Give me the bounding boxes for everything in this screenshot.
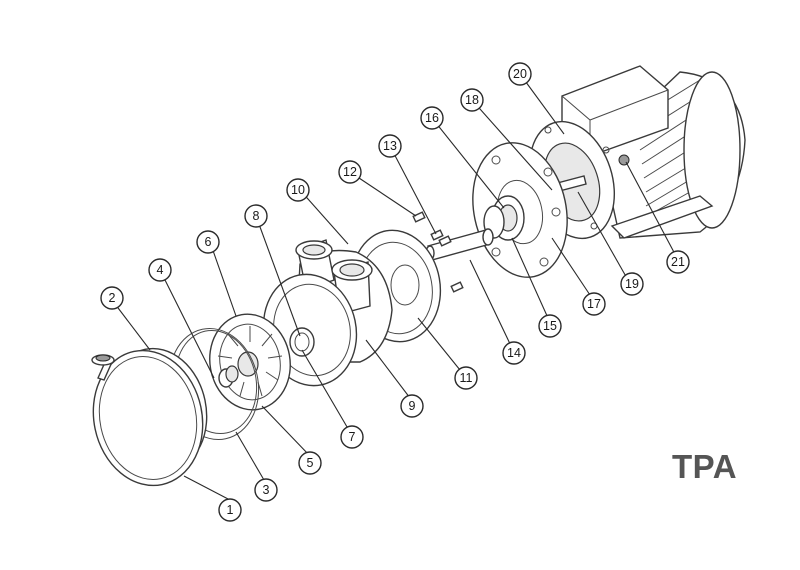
callout-10: 10 [286, 178, 310, 202]
callout-label: 20 [513, 67, 527, 81]
callout-label: 3 [263, 483, 270, 497]
callout-12: 12 [338, 160, 362, 184]
screw-parts [412, 211, 464, 293]
callout-label: 11 [460, 371, 473, 385]
callout-13: 13 [378, 134, 402, 158]
callout-label: 6 [205, 235, 212, 249]
bolt-21-part [618, 154, 630, 166]
callout-2: 2 [100, 286, 124, 310]
callout-label: 8 [253, 209, 260, 223]
callout-20: 20 [508, 62, 532, 86]
callout-11: 11 [454, 366, 478, 390]
callout-17: 17 [582, 292, 606, 316]
callout-label: 5 [307, 456, 314, 470]
callout-9: 9 [400, 394, 424, 418]
callout-15: 15 [538, 314, 562, 338]
callout-label: 14 [507, 346, 521, 360]
callout-3: 3 [254, 478, 278, 502]
callout-label: 4 [157, 263, 164, 277]
callout-14: 14 [502, 341, 526, 365]
callout-label: 1 [227, 503, 234, 517]
callout-label: 16 [425, 111, 439, 125]
model-label: TPA [672, 448, 738, 485]
motor-part [528, 65, 746, 240]
callout-label: 2 [109, 291, 116, 305]
callout-group: 1 2 3 4 5 6 7 [100, 62, 690, 522]
callout-label: 17 [587, 297, 601, 311]
callout-label: 18 [465, 93, 479, 107]
callout-19: 19 [620, 272, 644, 296]
callout-label: 12 [343, 165, 357, 179]
callout-label: 13 [383, 139, 397, 153]
callout-21: 21 [666, 250, 690, 274]
impeller-part [289, 327, 315, 357]
callout-label: 10 [291, 183, 305, 197]
callout-1: 1 [218, 498, 242, 522]
callout-label: 7 [349, 430, 356, 444]
callout-label: 15 [543, 319, 557, 333]
callout-label: 9 [409, 399, 416, 413]
callout-16: 16 [420, 106, 444, 130]
callout-5: 5 [298, 451, 322, 475]
wear-ring-part [218, 365, 239, 388]
callout-6: 6 [196, 230, 220, 254]
clamp-ring-part [91, 349, 204, 487]
callout-label: 19 [625, 277, 639, 291]
leader-lines [111, 73, 677, 501]
callout-label: 21 [671, 255, 685, 269]
callout-4: 4 [148, 258, 172, 282]
callout-8: 8 [244, 204, 268, 228]
callout-7: 7 [340, 425, 364, 449]
callout-18: 18 [460, 88, 484, 112]
